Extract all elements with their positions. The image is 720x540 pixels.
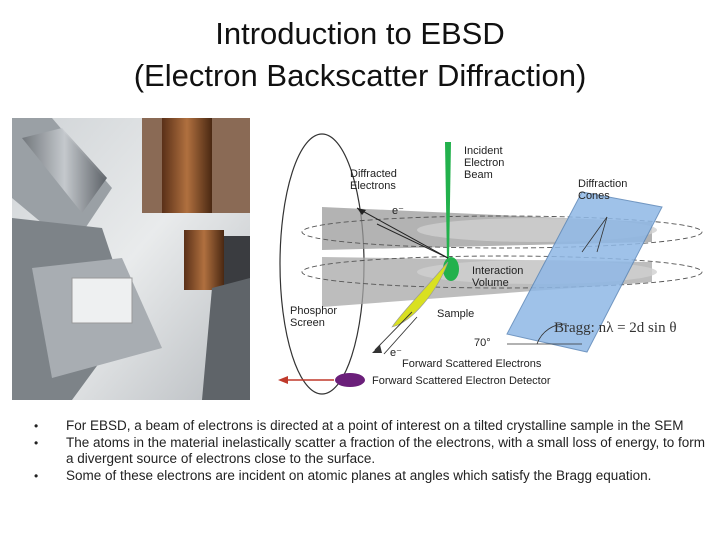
bullet-item: • For EBSD, a beam of electrons is direct… bbox=[26, 418, 706, 434]
detector-arrow-head bbox=[278, 376, 288, 384]
label-electron-lower: e⁻ bbox=[390, 347, 402, 359]
bullet-item: • Some of these electrons are incident on… bbox=[26, 468, 706, 484]
label-sample: Sample bbox=[437, 308, 474, 320]
bullet-text: The atoms in the material inelastically … bbox=[66, 435, 705, 466]
sem-chamber-photo bbox=[12, 118, 250, 400]
label-forward-scattered-electrons: Forward Scattered Electrons bbox=[402, 358, 542, 370]
slide-title-line2: (Electron Backscatter Diffraction) bbox=[0, 58, 720, 94]
bullet-list: • For EBSD, a beam of electrons is direct… bbox=[26, 418, 706, 485]
bullet-dot-icon: • bbox=[34, 435, 38, 451]
forward-scatter-detector bbox=[335, 373, 365, 387]
slide-title-line1: Introduction to EBSD bbox=[0, 16, 720, 52]
bullet-dot-icon: • bbox=[34, 468, 38, 484]
bullet-text: Some of these electrons are incident on … bbox=[66, 468, 651, 483]
label-angle: 70° bbox=[474, 337, 491, 349]
label-electron-upper: e⁻ bbox=[392, 205, 404, 217]
label-forward-scattered-detector: Forward Scattered Electron Detector bbox=[372, 375, 551, 387]
bullet-item: • The atoms in the material inelastically… bbox=[26, 435, 706, 467]
bullet-dot-icon: • bbox=[34, 418, 38, 434]
bragg-equation: Bragg: nλ = 2d sin θ bbox=[554, 320, 677, 336]
bullet-text: For EBSD, a beam of electrons is directe… bbox=[66, 418, 684, 433]
